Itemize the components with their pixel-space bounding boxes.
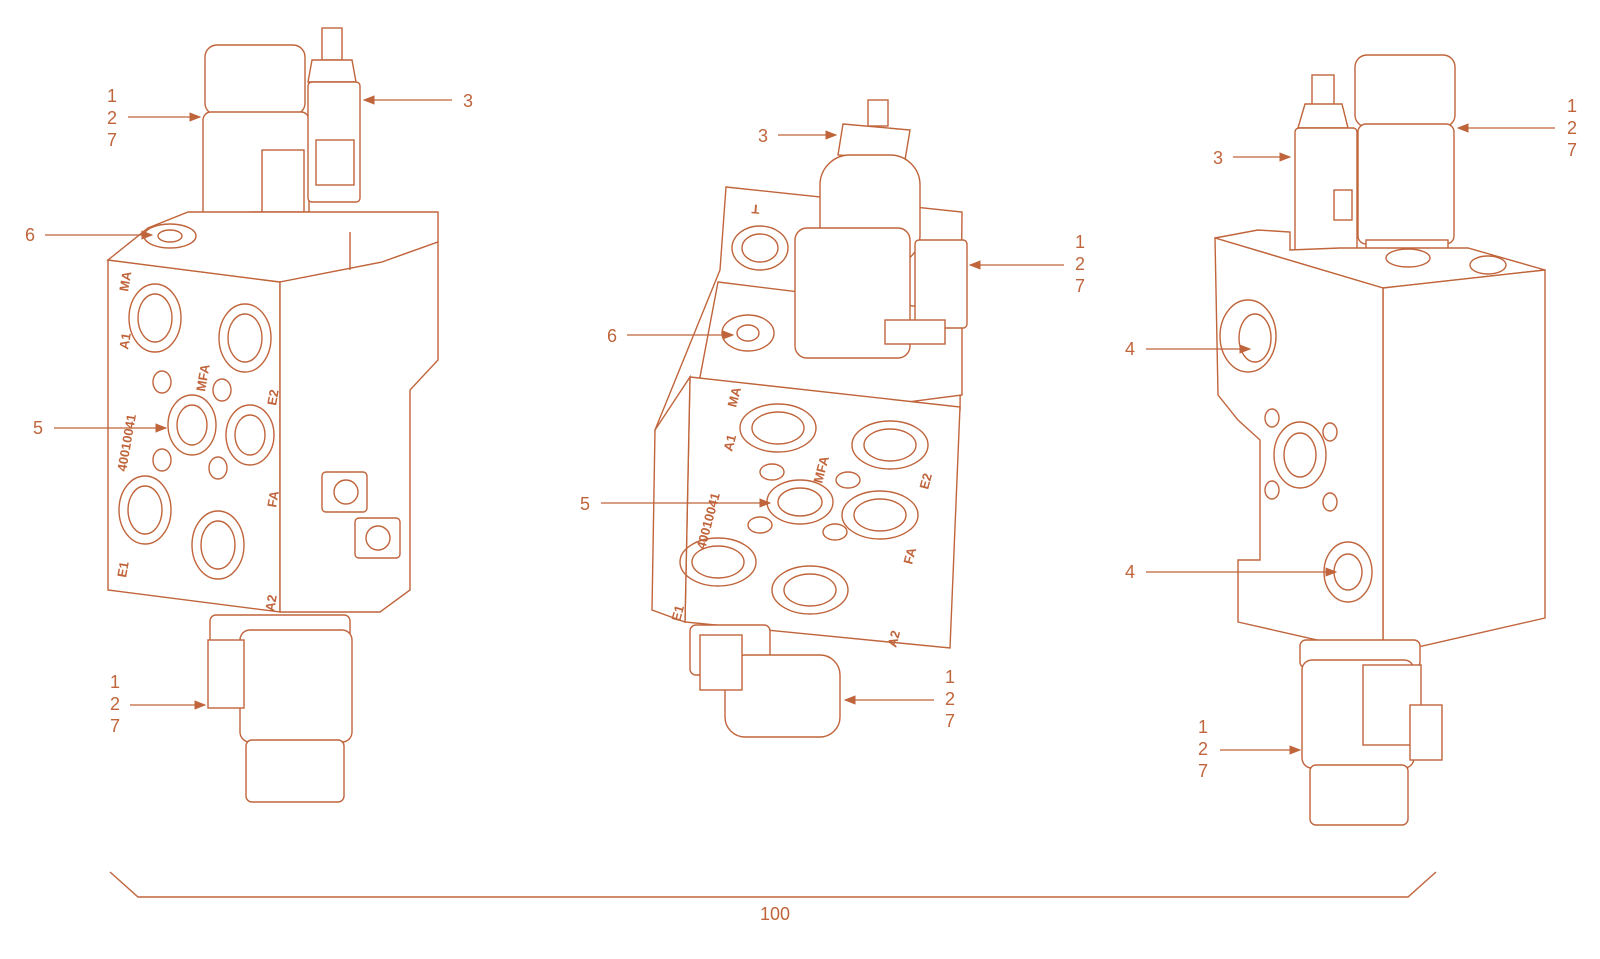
callout-left-port: 5 — [33, 418, 43, 438]
callout-right-plug-lower: 4 — [1125, 562, 1135, 582]
callout-right-sensor: 3 — [1213, 148, 1223, 168]
callout-left-top-2: 2 — [107, 108, 117, 128]
mark-mid-a2: A2 — [884, 629, 903, 649]
mark-t: T — [751, 201, 760, 217]
mark-mid-ma: MA — [724, 385, 744, 409]
left-valve-block — [106, 211, 439, 613]
callout-right-top-7: 7 — [1567, 140, 1577, 160]
mark-mid-fa: FA — [900, 545, 919, 566]
middle-valve-view: T — [580, 99, 1085, 738]
right-callouts: 1 2 7 3 4 4 1 2 7 — [1125, 96, 1577, 781]
right-sensor — [1294, 74, 1358, 254]
mark-ma: MA — [116, 269, 134, 292]
callout-left-bottom-1: 1 — [110, 672, 120, 692]
mark-mfa: MFA — [193, 362, 213, 392]
callout-right-bottom-1: 1 — [1198, 717, 1208, 737]
callout-mid-bottom-1: 1 — [945, 667, 955, 687]
mark-e2: E2 — [264, 388, 282, 406]
callout-right-top-1: 1 — [1567, 96, 1577, 116]
left-port-holes — [118, 283, 275, 580]
callout-left-sensor: 3 — [463, 91, 473, 111]
right-valve-block — [1214, 229, 1546, 656]
mark-fa: FA — [264, 489, 282, 509]
left-bottom-coil — [207, 614, 353, 803]
mark-mid-e2: E2 — [916, 472, 935, 491]
callout-right-bottom-2: 2 — [1198, 739, 1208, 759]
callout-left-top-7: 7 — [107, 130, 117, 150]
callout-right-plug-upper: 4 — [1125, 339, 1135, 359]
left-valve-view: MA A1 MFA E2 FA 40010041 E1 A2 1 2 7 3 6 — [25, 27, 473, 803]
mark-mid-a1: A1 — [720, 433, 739, 453]
left-callouts: 1 2 7 3 6 5 1 2 7 — [25, 86, 473, 736]
callout-mid-port: 5 — [580, 494, 590, 514]
callout-left-bottom-2: 2 — [110, 694, 120, 714]
assembly-bracket: 100 — [109, 871, 1437, 924]
callout-right-top-2: 2 — [1567, 118, 1577, 138]
callout-right-bottom-7: 7 — [1198, 761, 1208, 781]
callout-mid-top-2: 2 — [1075, 254, 1085, 274]
right-bottom-coil — [1299, 639, 1443, 826]
middle-top-coil — [794, 99, 968, 359]
callout-mid-bottom-2: 2 — [945, 689, 955, 709]
middle-bottom-coil — [689, 624, 841, 738]
mark-a2: A2 — [262, 594, 280, 613]
assembly-label: 100 — [760, 904, 790, 924]
left-sensor — [307, 27, 361, 203]
mark-mid-e1: E1 — [668, 604, 687, 623]
mark-a1: A1 — [116, 332, 134, 351]
right-top-coil — [1354, 54, 1456, 263]
mark-e1: E1 — [114, 560, 132, 578]
callout-mid-bottom-7: 7 — [945, 711, 955, 731]
callout-mid-sensor: 3 — [758, 126, 768, 146]
callout-mid-plug: 6 — [607, 326, 617, 346]
right-valve-view: 1 2 7 3 4 4 1 2 7 — [1125, 54, 1577, 826]
callout-left-top-1: 1 — [107, 86, 117, 106]
left-port-marks: MA A1 MFA E2 FA 40010041 E1 A2 — [114, 269, 282, 612]
callout-mid-top-1: 1 — [1075, 232, 1085, 252]
mark-mid-mfa: MFA — [810, 454, 832, 485]
callout-left-bottom-7: 7 — [110, 716, 120, 736]
middle-callouts: 3 1 2 7 6 5 1 2 7 — [580, 126, 1085, 731]
callout-mid-top-7: 7 — [1075, 276, 1085, 296]
callout-left-plug: 6 — [25, 225, 35, 245]
